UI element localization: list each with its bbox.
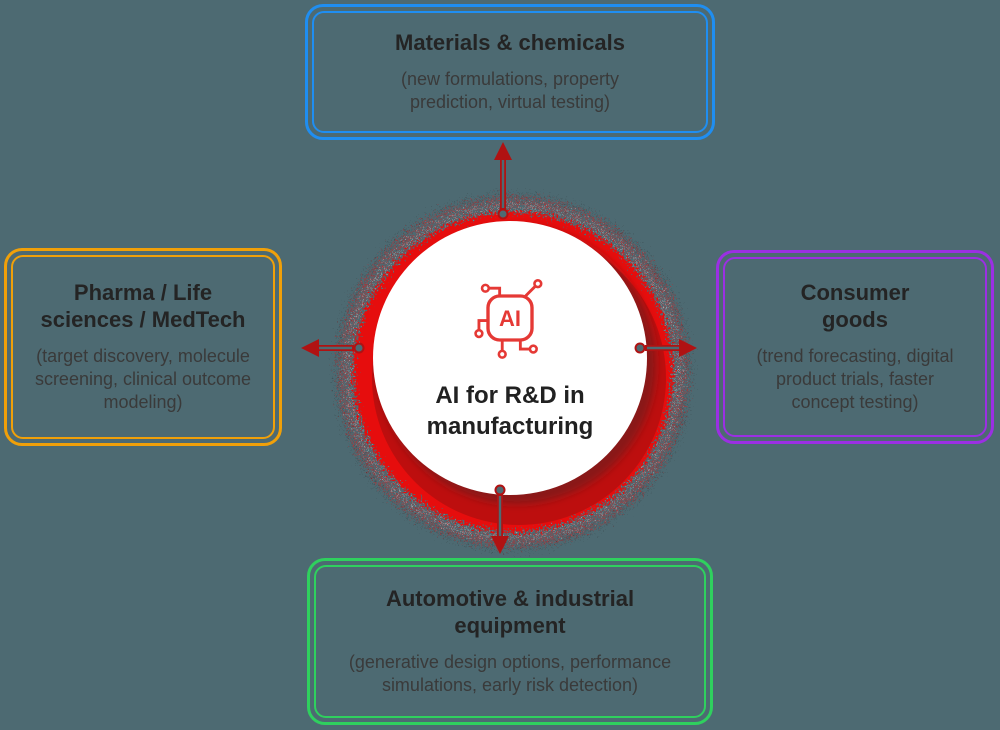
arrow-down-icon xyxy=(491,484,509,554)
node-consumer-goods: Consumer goods (trend forecasting, digit… xyxy=(716,250,994,444)
node-title: Consumer goods xyxy=(800,280,910,332)
node-pharma-life-sciences-medtech: Pharma / Life sciences / MedTech (target… xyxy=(4,248,282,446)
node-materials-chemicals: Materials & chemicals (new formulations,… xyxy=(305,4,715,140)
svg-text:AI: AI xyxy=(499,306,521,331)
node-subtitle: (generative design options, performance … xyxy=(348,651,672,695)
node-title: Pharma / Life sciences / MedTech xyxy=(40,280,246,332)
center-white-circle xyxy=(373,221,647,495)
arrow-left-icon xyxy=(301,339,365,357)
node-automotive-industrial-equipment: Automotive & industrial equipment (gener… xyxy=(307,558,713,725)
node-title: Automotive & industrial equipment xyxy=(385,586,635,638)
center-title: AI for R&D in manufacturing xyxy=(426,381,594,440)
arrow-up-icon xyxy=(494,142,512,220)
node-title: Materials & chemicals xyxy=(395,30,625,56)
node-subtitle: (trend forecasting, digital product tria… xyxy=(756,345,954,412)
node-subtitle: (target discovery, molecule screening, c… xyxy=(34,345,252,412)
node-subtitle: (new formulations, property prediction, … xyxy=(400,68,620,112)
ai-chip-icon: AI xyxy=(474,278,543,359)
center-node: AI AI for R&D in manufacturing xyxy=(373,221,647,495)
center-ring-graphic xyxy=(301,142,697,554)
arrow-right-icon xyxy=(634,339,697,357)
